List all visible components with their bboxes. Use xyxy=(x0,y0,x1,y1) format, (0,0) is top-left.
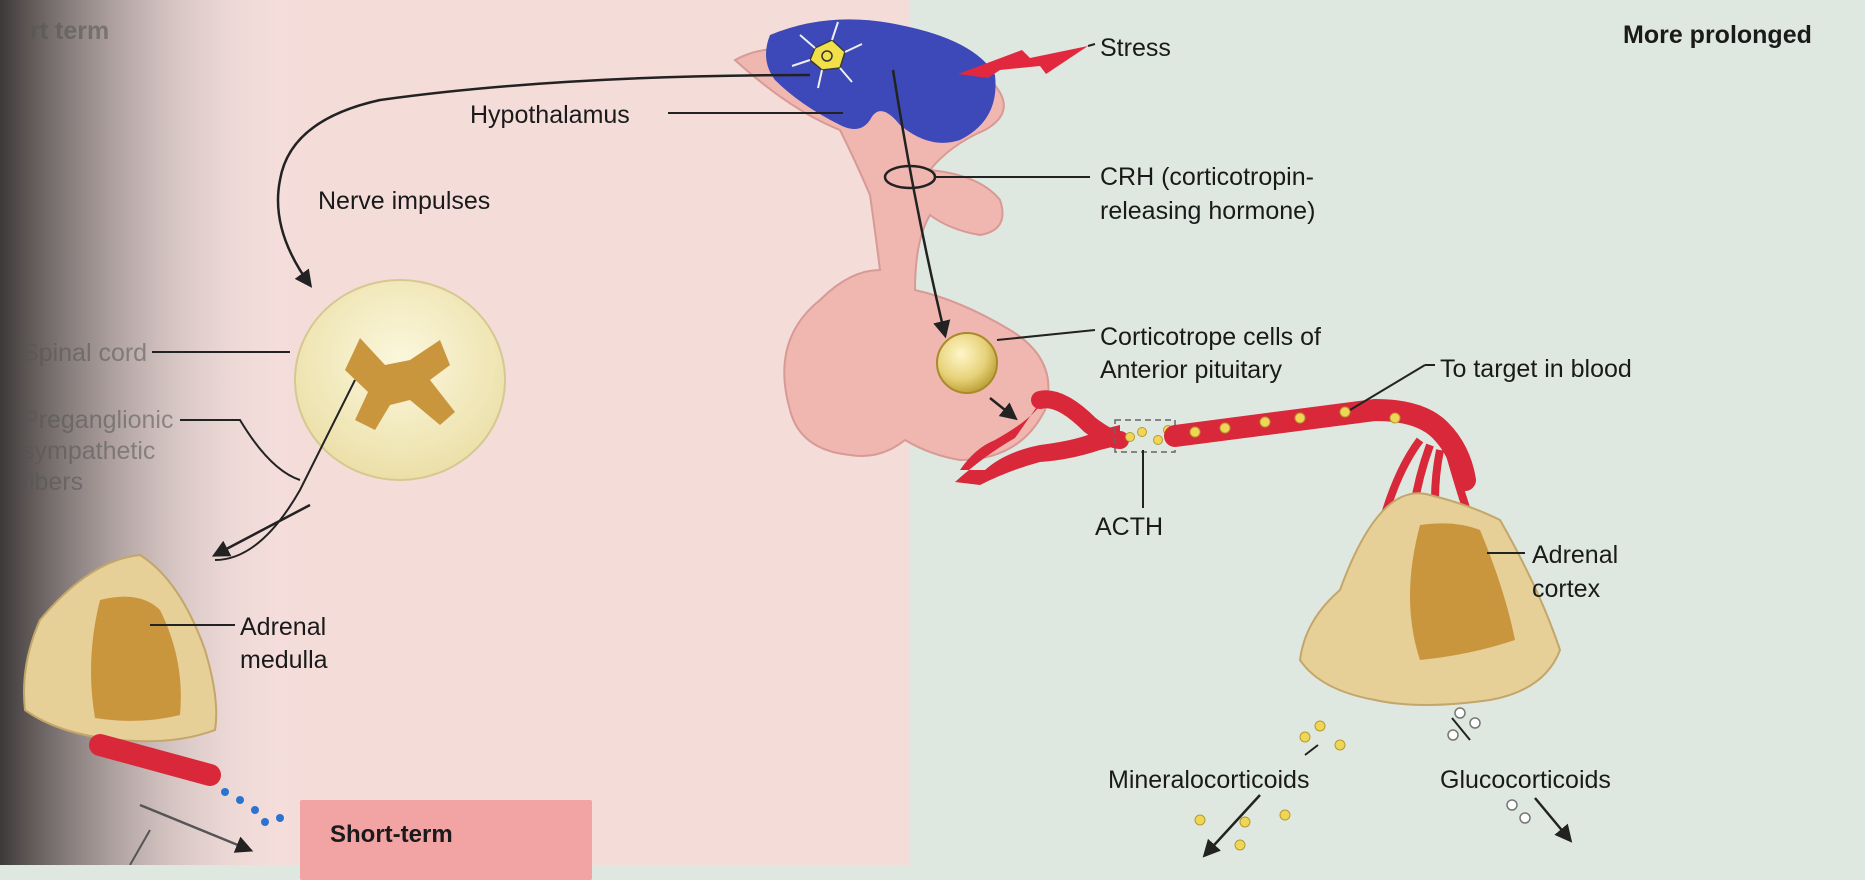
to-target-label: To target in blood xyxy=(1440,354,1632,385)
glucocorticoids-label: Glucocorticoids xyxy=(1440,765,1611,796)
short-term-label: Short-term xyxy=(330,820,453,849)
adrenal-medulla-label-line2: medulla xyxy=(240,645,328,676)
preganglionic-label-line3: fibers xyxy=(22,467,83,498)
acth-label: ACTH xyxy=(1095,512,1163,543)
hypothalamus-label: Hypothalamus xyxy=(470,100,630,131)
right-panel-header: More prolonged xyxy=(1623,20,1812,51)
spinal-cord-label: Spinal cord xyxy=(22,338,147,369)
crh-label-line2: releasing hormone) xyxy=(1100,196,1315,227)
corticotrope-label-line2: Anterior pituitary xyxy=(1100,355,1282,386)
crh-label-line1: CRH (corticotropin- xyxy=(1100,162,1314,193)
short-term-callout: Short-term xyxy=(300,800,592,880)
adrenal-cortex-label-line1: Adrenal xyxy=(1532,540,1618,571)
corticotrope-cell xyxy=(937,333,997,393)
left-panel-header: rt term xyxy=(30,16,109,47)
mineralocorticoids-label: Mineralocorticoids xyxy=(1108,765,1309,796)
adrenal-medulla-label-line1: Adrenal xyxy=(240,612,326,643)
nerve-impulses-label: Nerve impulses xyxy=(318,186,490,217)
stress-label: Stress xyxy=(1100,33,1171,64)
preganglionic-label-line1: Preganglionic xyxy=(22,405,174,436)
corticotrope-label-line1: Corticotrope cells of xyxy=(1100,322,1321,353)
adrenal-cortex-label-line2: cortex xyxy=(1532,574,1600,605)
preganglionic-label-line2: sympathetic xyxy=(22,436,155,467)
